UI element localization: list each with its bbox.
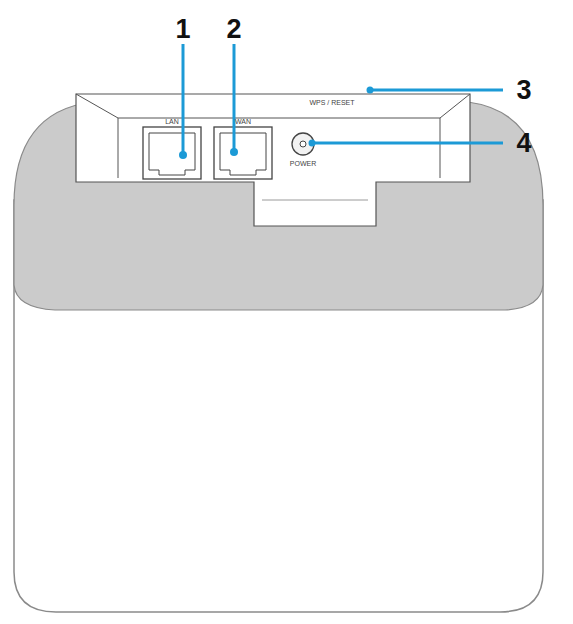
port-label: WAN [235,118,251,125]
power-pin [300,141,306,147]
wan-port [214,127,272,179]
leader-line [372,89,503,92]
leader-dot [367,87,374,94]
leader-dot [230,148,238,156]
leader-dot [179,151,187,159]
lan-port [143,127,201,179]
port-label: POWER [290,160,316,167]
leader-dot [309,140,316,147]
callout-number: 2 [226,16,241,43]
cable-recess [76,94,470,226]
callout-number: 3 [516,77,531,104]
lan-jack [149,133,195,175]
port-label: LAN [165,118,179,125]
recess-tab [262,200,368,201]
leader-line [182,44,185,153]
button-label: WPS / RESET [309,99,354,106]
callout-number: 4 [516,130,531,157]
callout-number: 1 [175,16,190,43]
leader-line [233,44,236,150]
leader-line [314,142,503,145]
wan-jack [220,133,266,175]
recess-wall [76,94,470,178]
